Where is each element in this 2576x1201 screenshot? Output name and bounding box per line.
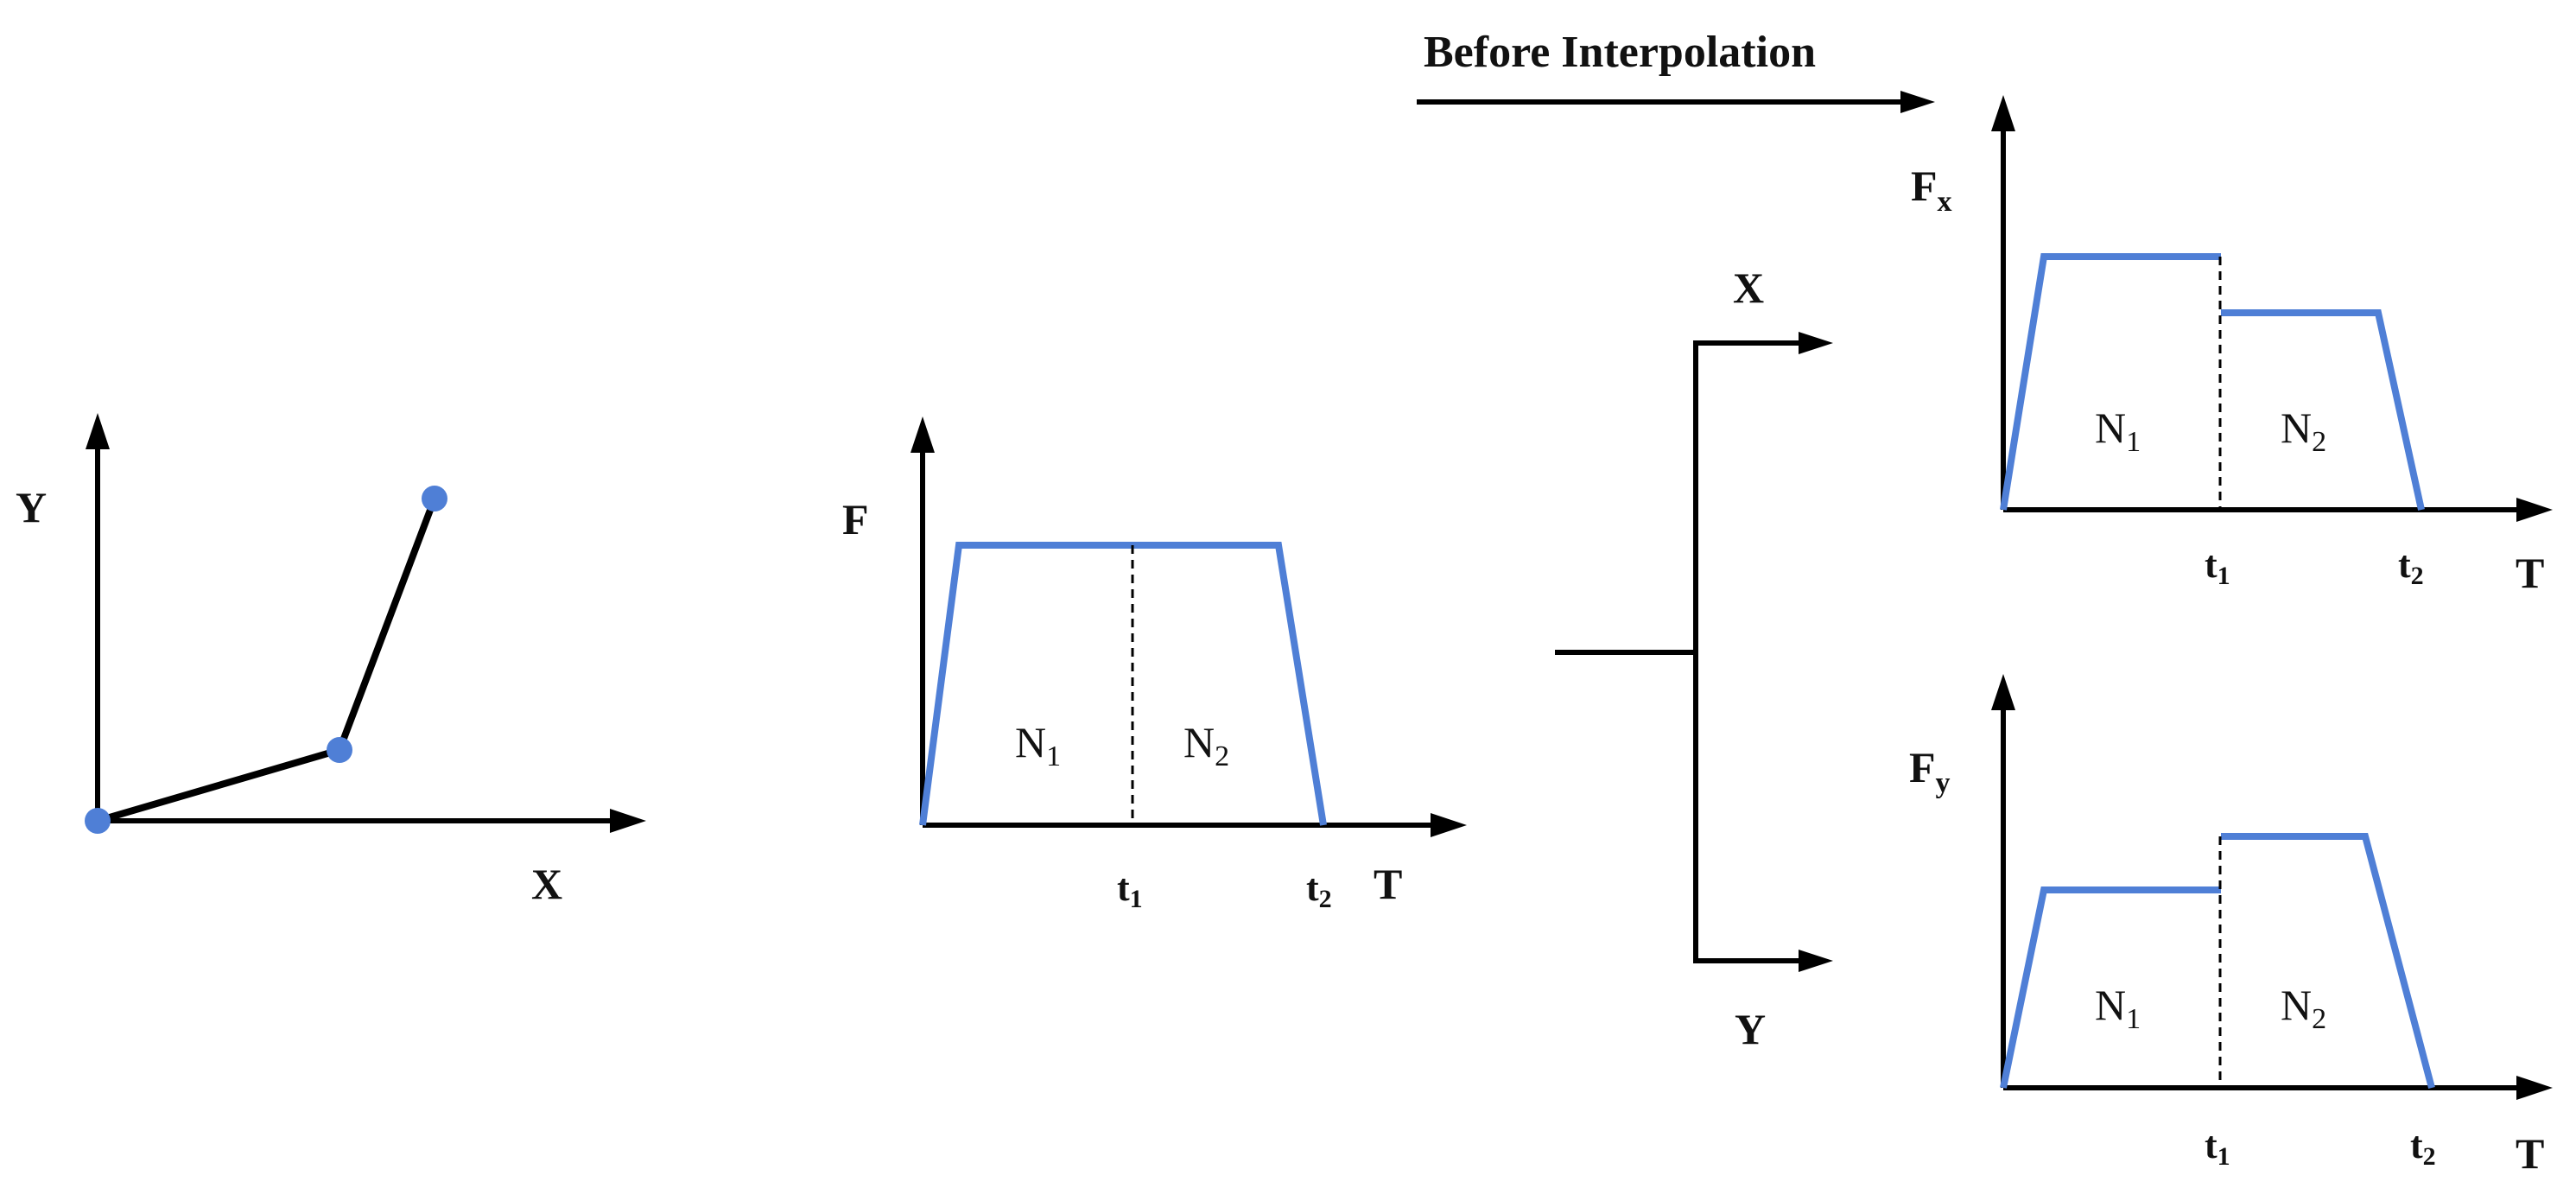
fy-n1-label: N1 bbox=[2095, 981, 2141, 1035]
fy-t-label: T bbox=[2516, 1129, 2544, 1178]
fx-t2-label: t2 bbox=[2398, 543, 2424, 590]
fy-t2-label: t2 bbox=[2410, 1124, 2436, 1171]
combined-n2-label: N2 bbox=[1183, 718, 1229, 772]
fy-n2-label: N2 bbox=[2281, 981, 2326, 1035]
path-point-mid bbox=[327, 737, 352, 763]
path-y-label: Y bbox=[16, 483, 47, 531]
fx-profile: Fx T t1 t2 N1 N2 bbox=[1911, 95, 2553, 597]
combined-f-label: F bbox=[842, 495, 869, 543]
split-x-arrowhead bbox=[1799, 332, 1833, 354]
fx-n2-label: N2 bbox=[2281, 404, 2326, 458]
fx-n1-label: N1 bbox=[2095, 404, 2141, 458]
fx-f-label: Fx bbox=[1911, 162, 1952, 218]
combined-t-arrowhead bbox=[1431, 813, 1467, 837]
combined-profile: F T t1 t2 N1 N2 bbox=[842, 416, 1467, 913]
path-x-label: X bbox=[531, 860, 562, 908]
fy-t-arrowhead bbox=[2516, 1076, 2553, 1100]
fy-t1-label: t1 bbox=[2205, 1124, 2230, 1171]
path-segment-2 bbox=[336, 495, 438, 753]
combined-t-label: T bbox=[1374, 860, 1402, 908]
header-caption: Before Interpolation bbox=[1424, 28, 1816, 77]
combined-profile-line bbox=[919, 542, 1327, 826]
path-point-end bbox=[422, 486, 447, 512]
fx-t-label: T bbox=[2516, 549, 2544, 597]
combined-t2-label: t2 bbox=[1306, 867, 1332, 913]
path-segment-1 bbox=[94, 747, 343, 824]
header-arrowhead bbox=[1900, 91, 1935, 113]
combined-n1-label: N1 bbox=[1015, 718, 1061, 772]
path-point-start bbox=[85, 808, 111, 834]
fx-t-arrowhead bbox=[2516, 498, 2553, 522]
combined-t1-label: t1 bbox=[1117, 867, 1143, 913]
split-x-label: X bbox=[1733, 264, 1764, 312]
fy-profile: Fy T t1 t2 N1 N2 bbox=[1909, 674, 2553, 1178]
path-plot: Y X bbox=[16, 413, 646, 908]
fy-f-arrowhead bbox=[1991, 674, 2015, 710]
fx-profile-segment-1 bbox=[2000, 253, 2221, 511]
fy-profile-segment-2 bbox=[2221, 833, 2435, 1090]
fx-profile-segment-2 bbox=[2221, 309, 2425, 511]
axis-split-bracket: X Y bbox=[1555, 264, 1833, 1053]
fx-t1-label: t1 bbox=[2205, 543, 2230, 590]
path-y-arrowhead bbox=[86, 413, 110, 449]
fy-f-label: Fy bbox=[1909, 743, 1951, 799]
path-x-arrowhead bbox=[610, 809, 646, 833]
header: Before Interpolation bbox=[1417, 28, 1935, 113]
combined-f-arrowhead bbox=[910, 416, 935, 453]
split-y-arrowhead bbox=[1799, 950, 1833, 972]
split-y-label: Y bbox=[1735, 1005, 1766, 1053]
fy-profile-segment-1 bbox=[2000, 886, 2221, 1089]
fx-f-arrowhead bbox=[1991, 95, 2015, 131]
